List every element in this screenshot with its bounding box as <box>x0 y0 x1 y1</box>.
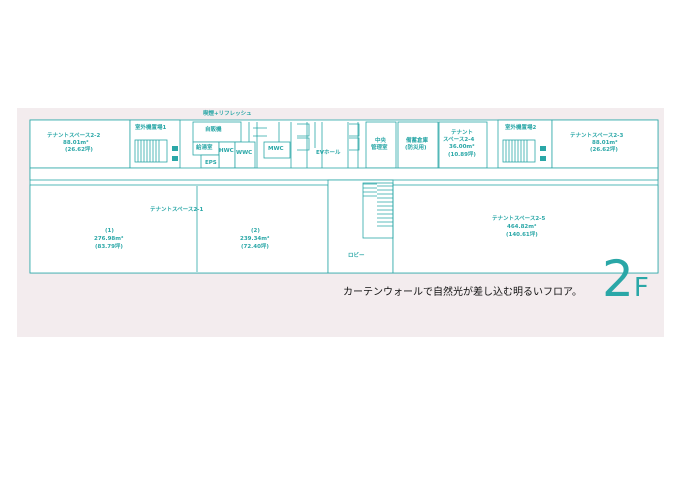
floor-caption: カーテンウォールで自然光が差し込む明るいフロア。 <box>343 287 582 298</box>
floor-plan-panel: 喫煙+リフレッシュ テナントスペース2-2 88.01m² (26.62坪) 室… <box>17 108 664 337</box>
corridor <box>29 167 659 181</box>
stair-left <box>134 139 168 163</box>
space-2-1-part2-area: 239.34m² <box>240 236 270 242</box>
room-space-2-3 <box>551 119 659 169</box>
space-2-2-name: テナントスペース2-2 <box>47 133 101 139</box>
stair-right <box>502 139 536 163</box>
space-2-4-tsubo: (10.89坪) <box>448 152 476 158</box>
stair-lobby <box>362 182 394 239</box>
space-2-3-name: テナントスペース2-3 <box>570 133 624 139</box>
space-2-2-tsubo: (26.62坪) <box>65 147 93 153</box>
space-2-1-part1-tsubo: (83.79坪) <box>95 244 123 250</box>
storage-label-1: 備蓄倉庫 <box>406 138 429 144</box>
wwc-label: WWC <box>236 150 253 156</box>
outdoor-1-label: 室外機置場1 <box>135 125 167 131</box>
outdoor-2-label: 室外機置場2 <box>505 125 537 131</box>
hwc-label: HWC <box>219 148 234 154</box>
space-2-1-part1-label: (1) <box>105 228 114 234</box>
room-space-2-5 <box>392 184 659 274</box>
central-label-2: 管理室 <box>371 145 388 151</box>
floor-suffix: F <box>633 273 649 303</box>
space-2-5-tsubo: (140.61坪) <box>506 232 538 238</box>
space-2-5-name: テナントスペース2-5 <box>492 216 546 222</box>
space-2-1-part2-label: (2) <box>251 228 260 234</box>
room-central <box>365 121 397 169</box>
space-2-5-area: 464.82m² <box>507 224 537 230</box>
mwc-label: MWC <box>268 146 284 152</box>
ev-hall-label: EVホール <box>316 150 341 156</box>
central-label-1: 中央 <box>375 138 387 144</box>
storage-label-2: (防災用) <box>405 145 427 151</box>
room-mwc <box>263 141 291 159</box>
room-space-2-2 <box>29 119 131 169</box>
room-lobby <box>327 179 394 274</box>
eps-label: EPS <box>205 160 217 166</box>
space-2-3-tsubo: (26.62坪) <box>590 147 618 153</box>
stair-left-steps <box>137 140 160 162</box>
space-2-1-name: テナントスペース2-1 <box>150 207 204 213</box>
space-2-1-part1-area: 276.98m² <box>94 236 124 242</box>
core-lines <box>248 122 359 168</box>
floor-indicator: 2F <box>602 254 649 304</box>
top-label: 喫煙+リフレッシュ <box>203 111 252 117</box>
space-2-3-area: 88.01m² <box>592 140 618 146</box>
marker-right-2 <box>540 156 546 161</box>
lobby-label: ロビー <box>348 253 365 259</box>
kitchen-label: 給湯室 <box>196 145 213 151</box>
marker-left-2 <box>172 156 178 161</box>
elevator-right <box>349 123 360 151</box>
space-2-2-area: 88.01m² <box>63 140 89 146</box>
elevator-left <box>297 123 310 151</box>
floor-number: 2 <box>602 250 634 308</box>
stair-right-steps <box>505 140 528 162</box>
vending-label: 自販機 <box>205 127 222 133</box>
marker-right-1 <box>540 146 546 151</box>
marker-left-1 <box>172 146 178 151</box>
space-2-1-part2-tsubo: (72.40坪) <box>241 244 269 250</box>
room-hwc <box>218 141 236 169</box>
stair-lobby-steps <box>363 183 393 227</box>
space-2-4-name-2: スペース2-4 <box>443 137 475 143</box>
space-2-4-name-1: テナント <box>451 130 474 136</box>
space-2-4-area: 36.00m² <box>449 144 475 150</box>
room-space-2-1 <box>29 184 329 274</box>
floor-plan-drawing <box>29 119 659 274</box>
